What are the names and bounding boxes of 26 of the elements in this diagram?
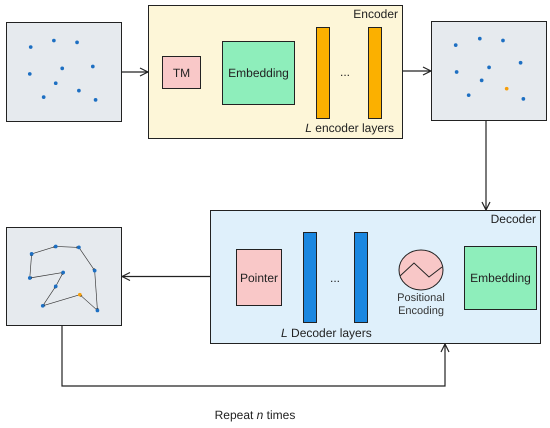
arrow [61,326,450,387]
layers-caption: L encoder layers [305,121,394,135]
arrow [122,67,149,77]
arrow [481,121,491,211]
arrow [403,66,432,76]
box-title: Decoder [490,212,536,226]
process-box: Embedding [222,41,295,105]
node-label: Positional Encoding [397,292,445,317]
ellipsis-label: ... [330,270,340,287]
ellipsis-label: ... [340,64,350,81]
plot-panel [6,227,122,326]
decoder-box [210,210,541,344]
process-box: Embedding [464,246,537,310]
layer-bar [368,27,382,119]
box-title: Encoder [353,7,398,21]
layer-bar [354,232,368,323]
process-box: TM [162,56,201,89]
plot-panel [6,22,122,122]
layer-bar [303,232,317,323]
plot-panel [431,21,547,121]
process-box: Pointer [236,249,282,306]
layer-bar [316,27,330,119]
encoder-box [148,5,403,139]
arrow [121,272,210,282]
layers-caption: L Decoder layers [281,326,372,340]
note-text: Repeat n times [214,407,296,424]
